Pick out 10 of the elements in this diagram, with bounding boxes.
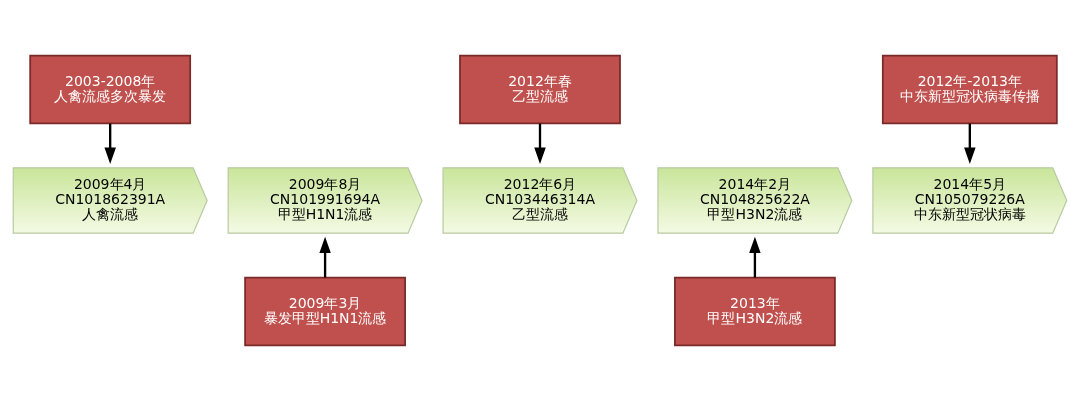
arrow [534, 123, 546, 164]
node-box: 2012年-2013年 中东新型冠状病毒传播 [881, 54, 1058, 124]
node-box: 2009年3月 暴发甲型H1N1流感 [244, 276, 406, 346]
node-box: 2003-2008年 人禽流感多次暴发 [29, 54, 192, 124]
arrow [104, 123, 116, 164]
arrow [749, 236, 761, 278]
node-box: 2013年 甲型H3N2流感 [674, 276, 836, 346]
arrow [319, 236, 331, 278]
node-box: 2012年春 乙型流感 [459, 54, 621, 124]
arrow [964, 123, 976, 164]
